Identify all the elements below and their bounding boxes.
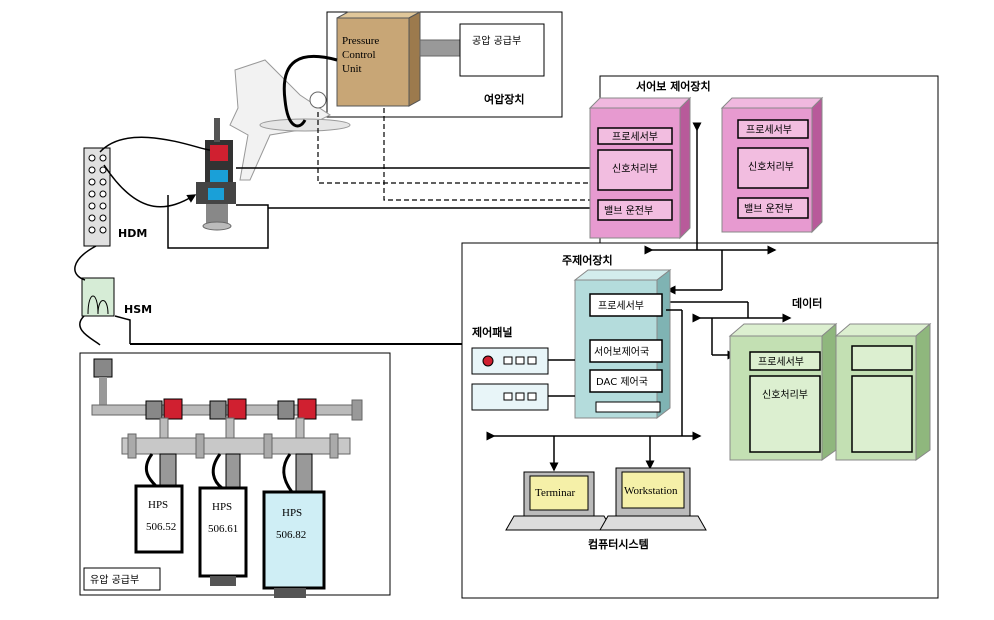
aircraft-icon [229,59,351,181]
pcu-label-3: Unit [342,63,362,75]
main-controller-label: 주제어장치 [562,253,613,267]
air-supply-label: 공압 공급부 [472,34,521,47]
control-panel-label: 제어패널 [472,325,512,339]
terminal-computer: Terminar [505,471,613,531]
pcu-label-2: Control [342,49,376,61]
main-controller-cabinet: 프로세서부 서어보제어국 DAC 제어국 [573,268,672,420]
hdm-manifold [83,147,111,247]
data-cabinet-2 [834,322,932,461]
main-proc-label: 프로세서부 [598,300,644,312]
computer-system-label: 컴퓨터시스템 [588,537,649,551]
servo-proc-label: 프로세서부 [612,131,658,143]
terminal-label: Terminar [535,487,575,499]
load-device-label: 여압장치 [484,92,524,106]
servo-signal-label: 신호처리부 [612,163,658,175]
servo-cabinet-1: 프로세서부 신호처리부 밸브 운전부 [588,96,692,240]
servo-controller-label: 서어보 제어장치 [636,79,711,93]
hps2-value: 506.61 [208,523,238,535]
hsm-label: HSM [124,303,152,316]
servo-cabinet-2: 프로세서부 신호처리부 밸브 운전부 [720,96,824,234]
hsm-unit [81,277,115,317]
main-servo-label: 서어보제어국 [594,346,649,358]
hps3-value: 506.82 [276,529,306,541]
hydraulic-supply-frame [79,352,391,596]
servo2-valve-label: 밸브 운전부 [744,203,793,215]
hps2-name: HPS [212,501,232,513]
hps-unit-3: HPS 506.82 [262,453,326,598]
control-panel-unit-1 [471,347,549,375]
hps1-value: 506.52 [146,521,176,533]
hps-unit-2: HPS 506.61 [198,453,248,586]
main-dac-label: DAC 제어국 [596,376,648,388]
load-device-frame [326,11,563,118]
actuator [196,118,236,231]
hps-unit-1: HPS 506.52 [134,453,184,554]
hydraulic-supply-label: 유압 공급부 [90,573,139,586]
servo2-signal-label: 신호처리부 [748,161,794,173]
air-supply-box [459,23,545,77]
data-signal-label: 신호처리부 [762,389,808,401]
servo-valve-label: 밸브 운전부 [604,205,653,217]
servo2-proc-label: 프로세서부 [746,124,792,136]
workstation-computer: Workstation [599,467,707,531]
pressure-control-unit: Pressure Control Unit [336,11,421,107]
hps3-name: HPS [282,507,302,519]
workstation-label: Workstation [624,485,678,497]
control-panel-unit-2 [471,383,549,411]
hdm-label: HDM [118,227,147,240]
hps1-name: HPS [148,499,168,511]
pcu-label-1: Pressure [342,35,379,47]
data-proc-label: 프로세서부 [758,356,804,368]
data-label: 데이터 [792,296,822,310]
hydraulic-manifold [91,358,363,459]
data-cabinet-1: 프로세서부 신호처리부 [728,322,838,461]
